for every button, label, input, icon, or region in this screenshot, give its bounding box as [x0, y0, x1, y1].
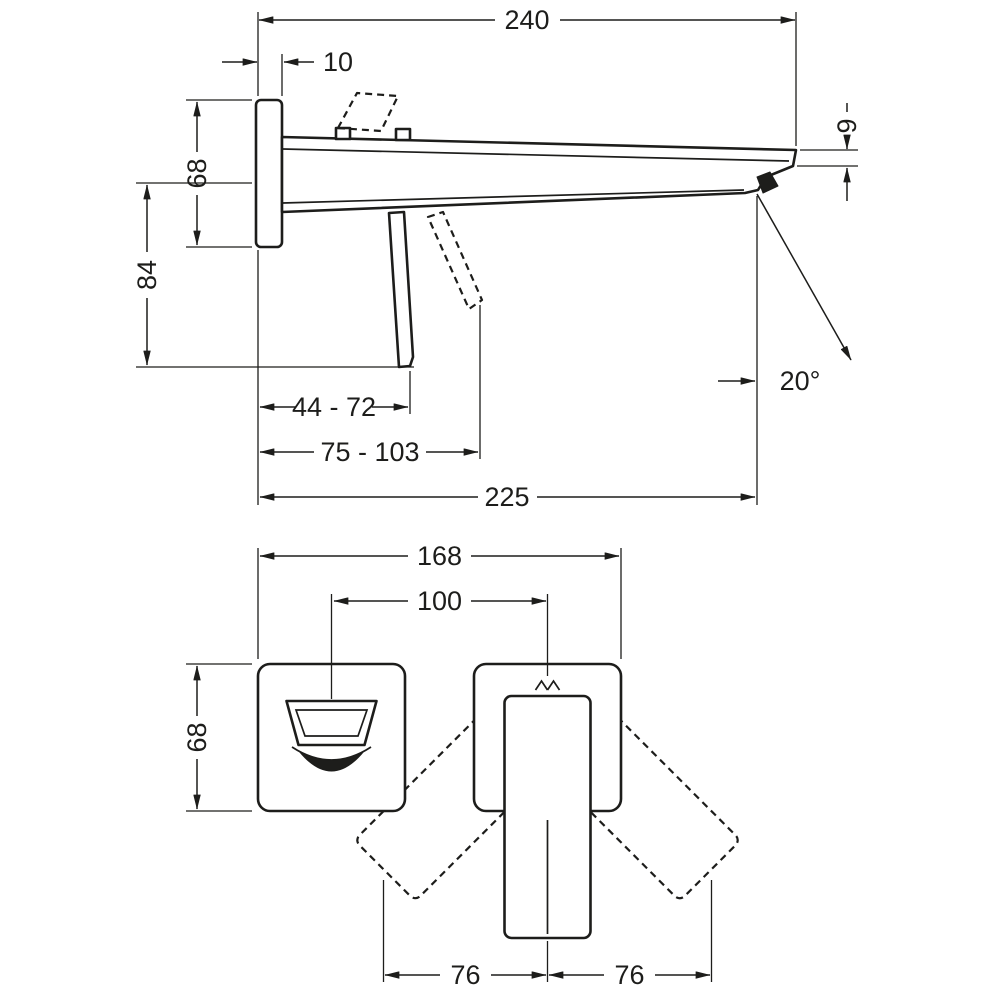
dim-44-72-label: 44 - 72	[292, 392, 376, 422]
spout-top-crease	[282, 148, 790, 162]
dim-68-front: 68	[182, 665, 212, 810]
spout-front-inner	[294, 709, 369, 737]
dim-240: 240	[258, 5, 796, 35]
handle-mount-rear	[394, 127, 412, 142]
aerator-outlet	[756, 171, 779, 194]
dim-9: 9	[832, 103, 862, 201]
dim-9-label: 9	[832, 118, 862, 133]
side-view-geometry	[254, 91, 852, 369]
dim-68-side-label: 68	[182, 158, 212, 188]
dim-225: 225	[259, 482, 756, 512]
handle-mount-front	[334, 126, 352, 141]
dim-20deg: 20°	[718, 366, 820, 396]
spray-angle-line	[756, 193, 852, 361]
front-view: 168 100 68 76 76	[182, 541, 739, 990]
spout-bottom-crease	[282, 189, 745, 204]
dim-84-label: 84	[132, 260, 162, 290]
dim-68-side: 68	[182, 101, 212, 246]
dim-100: 100	[333, 586, 547, 616]
dim-100-label: 100	[417, 586, 462, 616]
dim-76-left: 76	[384, 960, 547, 990]
temperature-chevron-left-icon	[534, 679, 549, 691]
wall-escutcheon-side	[254, 98, 284, 249]
spout-front-frame	[285, 699, 378, 747]
side-view: 240 10 68 84 9 20°	[132, 5, 862, 512]
front-view-extension-lines	[186, 548, 713, 982]
spout-mouth-shadow	[298, 750, 365, 772]
dim-76-left-label: 76	[450, 960, 480, 990]
dim-75-103: 75 - 103	[259, 437, 479, 467]
dim-44-72: 44 - 72	[259, 392, 409, 422]
dim-76-right: 76	[548, 960, 711, 990]
temperature-chevron-right-icon	[546, 679, 561, 691]
dim-10-label: 10	[323, 47, 353, 77]
handle-lowered	[387, 210, 415, 369]
handle-mid-position-dashed	[426, 210, 484, 311]
dim-20deg-label: 20°	[780, 366, 821, 396]
dim-84: 84	[132, 184, 162, 366]
handle-raised-position-dashed	[336, 91, 400, 133]
handle-front	[503, 694, 592, 940]
dim-68-front-label: 68	[182, 722, 212, 752]
dim-240-label: 240	[504, 5, 549, 35]
front-view-geometry	[256, 662, 739, 940]
dim-225-label: 225	[484, 482, 529, 512]
side-view-extension-lines	[136, 12, 858, 505]
dim-76-right-label: 76	[614, 960, 644, 990]
dim-10: 10	[222, 47, 353, 77]
dim-168: 168	[259, 541, 620, 571]
dim-168-label: 168	[417, 541, 462, 571]
dim-75-103-label: 75 - 103	[320, 437, 419, 467]
